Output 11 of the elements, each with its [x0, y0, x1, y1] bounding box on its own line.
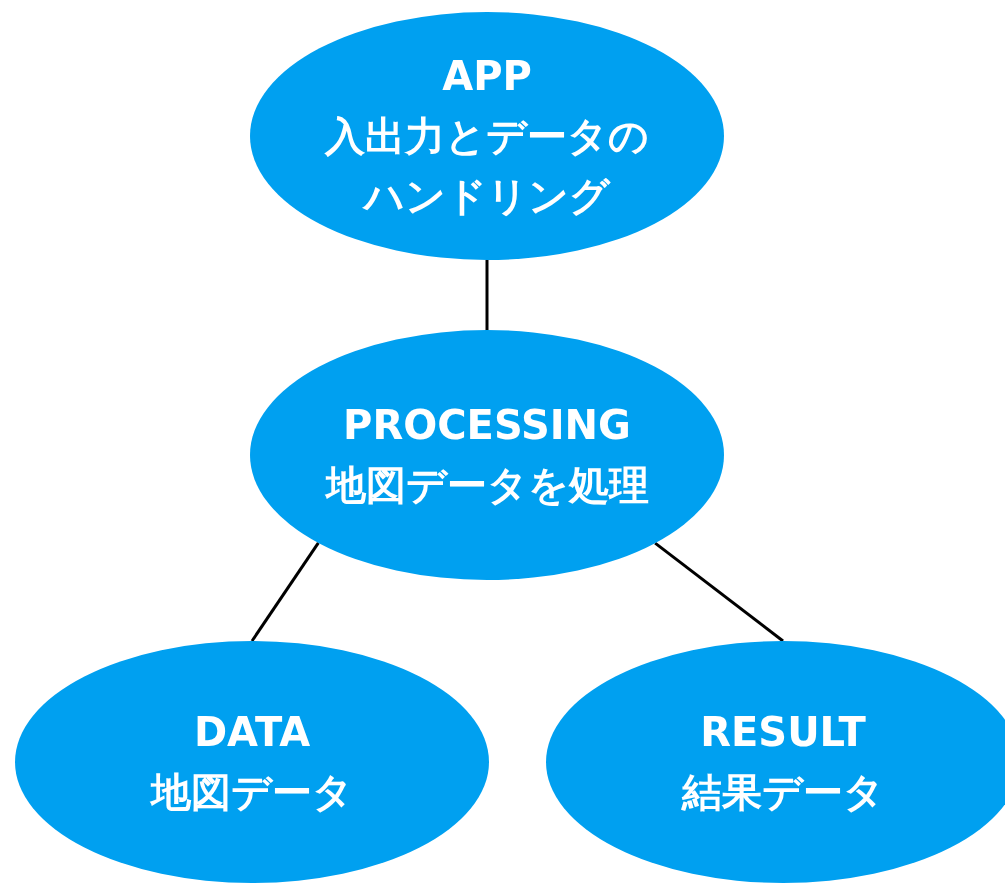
- node-title: PROCESSING: [343, 401, 631, 450]
- node-description: 地図データ: [149, 768, 354, 817]
- node-title: APP: [442, 52, 532, 101]
- node-title: RESULT: [700, 708, 866, 757]
- node-description: 結果データ: [680, 768, 885, 817]
- node-description: 入出力とデータのハンドリング: [323, 112, 650, 221]
- connector-line: [250, 541, 320, 642]
- connector-line: [485, 260, 489, 330]
- connector-line: [654, 541, 784, 643]
- node-title: DATA: [193, 708, 311, 757]
- node-description: 地図データを処理: [324, 461, 650, 510]
